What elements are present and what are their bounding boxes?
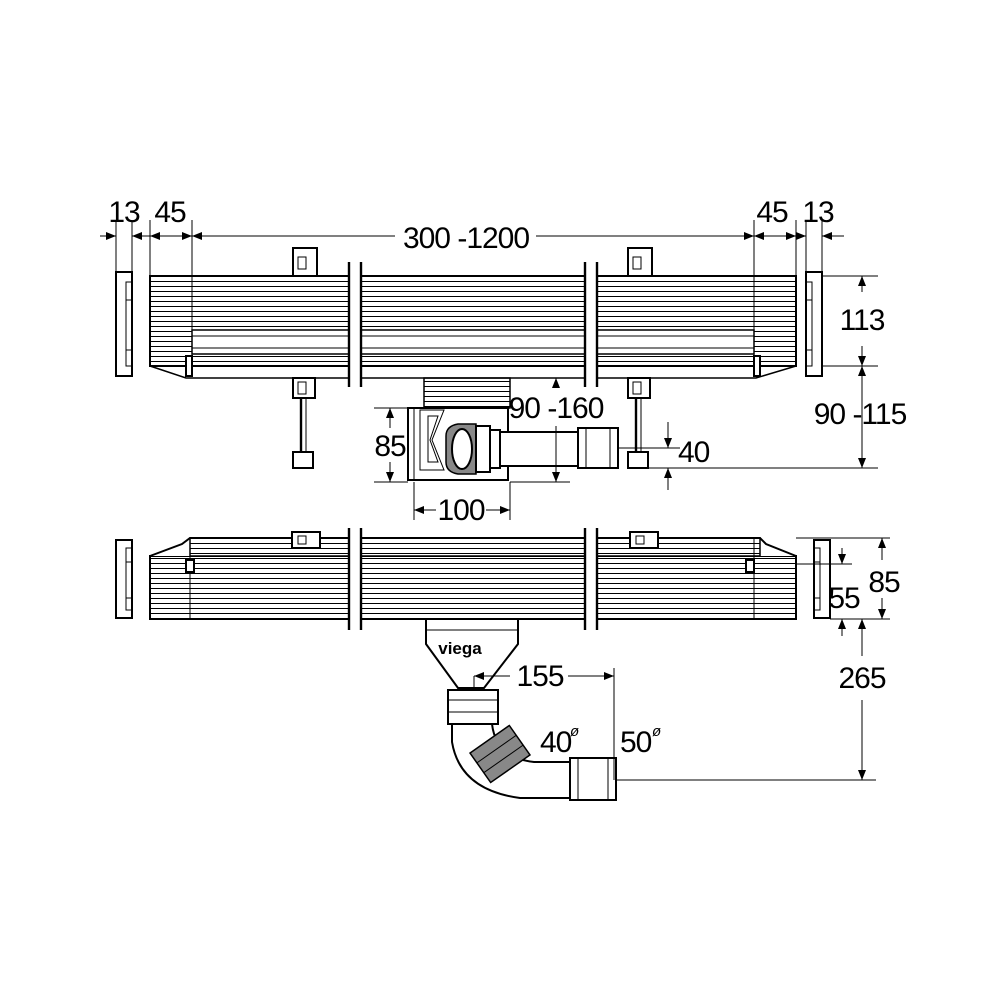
dim-end-cap-right: 13 bbox=[802, 196, 834, 229]
dim-total-height: 265 bbox=[838, 662, 885, 695]
viega-logo: viega bbox=[438, 639, 482, 658]
outlet-elbow bbox=[447, 689, 617, 801]
dimension-lines-bottom bbox=[473, 537, 890, 781]
break-cut-right-bottom bbox=[583, 528, 599, 630]
left-end-cap-bottom bbox=[115, 539, 133, 619]
dim-inner-height: 55 bbox=[828, 582, 860, 615]
dim-margin-left: 45 bbox=[154, 196, 186, 229]
dim-pipe-small: 40 bbox=[540, 726, 572, 759]
top-view: 13 45 300 -1200 45 13 113 90 -115 90 -16… bbox=[100, 196, 908, 527]
break-cut-right bbox=[583, 262, 599, 387]
channel-body-bottom bbox=[149, 531, 797, 620]
dim-outlet-offset: 40 bbox=[678, 436, 710, 469]
channel-body bbox=[149, 275, 797, 379]
dim-channel-height: 113 bbox=[840, 304, 885, 337]
right-end-cap-bottom bbox=[813, 539, 831, 619]
dimension-lines-top bbox=[100, 220, 878, 520]
break-cut-left bbox=[347, 262, 363, 387]
dim-channel-length: 300 -1200 bbox=[403, 222, 529, 255]
right-end-cap bbox=[805, 271, 823, 377]
side-view: viega bbox=[115, 528, 901, 801]
dim-pipe-large: 50 bbox=[620, 726, 652, 759]
dim-outlet-horizontal: 155 bbox=[516, 660, 563, 693]
outlet-pipe-top bbox=[445, 423, 619, 475]
break-cut-left-bottom bbox=[347, 528, 363, 630]
mounting-clip-left bbox=[292, 247, 318, 469]
left-end-cap bbox=[115, 271, 133, 377]
outlet-funnel: viega bbox=[425, 618, 519, 689]
dim-outlet-depth: 90 -160 bbox=[509, 392, 604, 425]
diameter-symbol-small: ø bbox=[570, 723, 579, 740]
mounting-clip-right bbox=[627, 247, 653, 469]
diameter-symbol-large: ø bbox=[652, 723, 661, 740]
dim-outer-height: 85 bbox=[868, 566, 900, 599]
dim-outlet-height: 85 bbox=[374, 430, 406, 463]
dim-adjust-height: 90 -115 bbox=[814, 398, 907, 431]
dim-outlet-width: 100 bbox=[437, 494, 484, 527]
dim-end-cap-left: 13 bbox=[108, 196, 140, 229]
dim-margin-right: 45 bbox=[756, 196, 788, 229]
